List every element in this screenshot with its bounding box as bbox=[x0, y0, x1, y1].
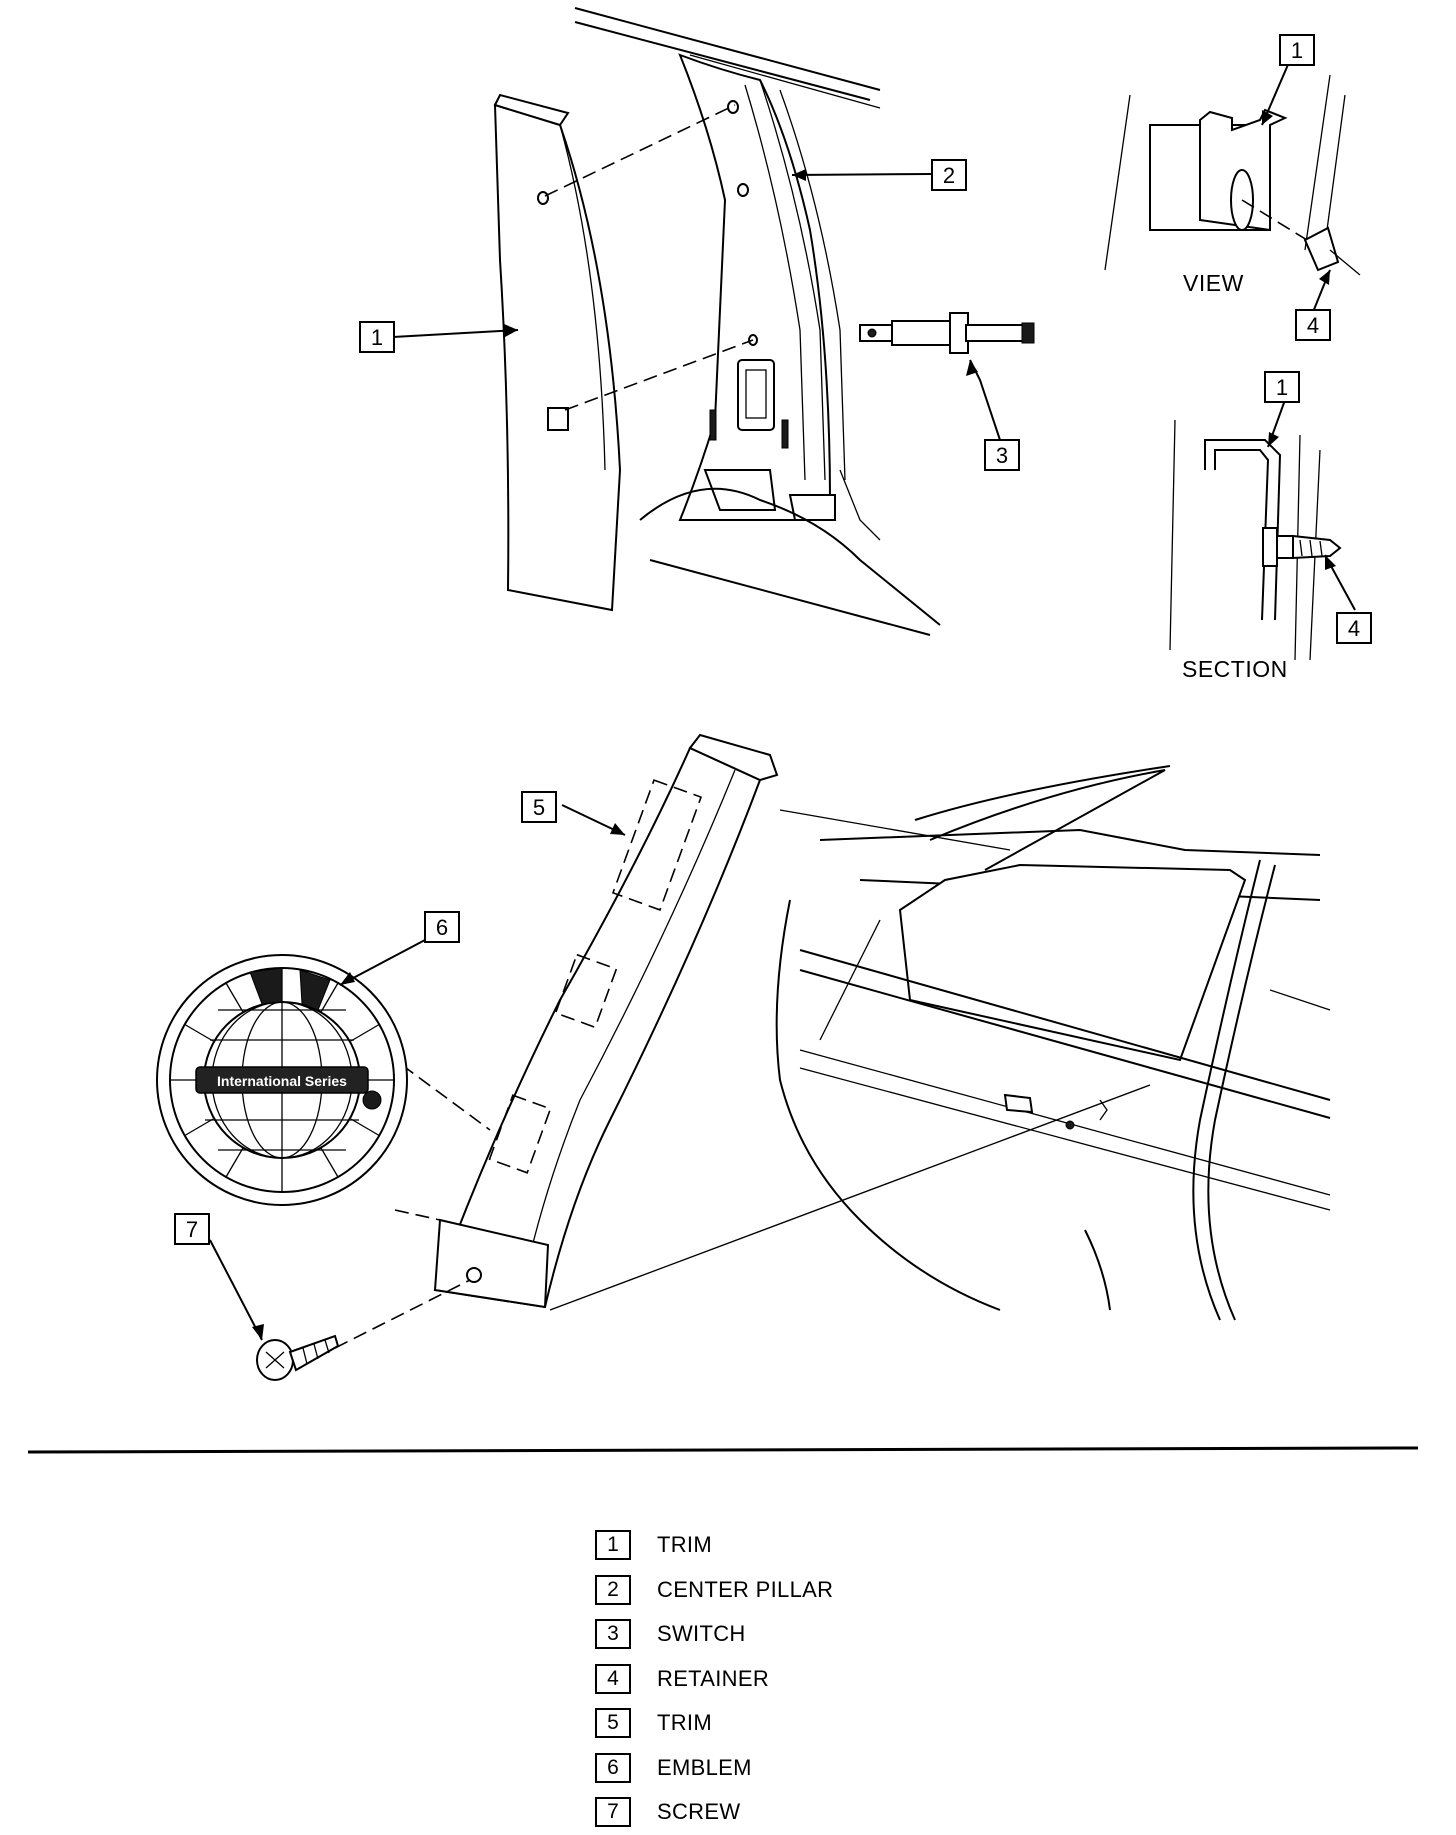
legend-label: SCREW bbox=[657, 1799, 741, 1825]
legend-row: 5 TRIM bbox=[595, 1701, 1015, 1746]
svg-text:4: 4 bbox=[1307, 313, 1319, 338]
parts-legend: 1 TRIM 2 CENTER PILLAR 3 SWITCH 4 RETAIN… bbox=[595, 1523, 1015, 1835]
callout-4-section: 4 bbox=[1336, 612, 1372, 644]
legend-number: 7 bbox=[595, 1797, 631, 1828]
legend-number: 1 bbox=[595, 1530, 631, 1561]
svg-text:1: 1 bbox=[1291, 38, 1303, 63]
callout-5: 5 bbox=[521, 791, 557, 823]
callout-3: 3 bbox=[984, 439, 1020, 471]
callout-1-section: 1 bbox=[1264, 371, 1300, 403]
emblem-ring-segments bbox=[170, 967, 394, 1192]
section-caption: SECTION bbox=[1182, 656, 1288, 682]
leader-dashes-lower bbox=[334, 809, 1151, 1349]
legend-number: 4 bbox=[595, 1663, 631, 1694]
legend-row: 3 SWITCH bbox=[595, 1612, 1015, 1657]
legend-row: 4 RETAINER bbox=[595, 1657, 1015, 1702]
svg-text:7: 7 bbox=[186, 1217, 198, 1242]
svg-text:3: 3 bbox=[996, 443, 1008, 468]
svg-text:2: 2 bbox=[943, 163, 955, 188]
roof-rail-lines bbox=[574, 7, 881, 109]
divider-line bbox=[27, 1446, 1419, 1454]
view-caption: VIEW bbox=[1183, 270, 1244, 296]
legend-row: 1 TRIM bbox=[595, 1523, 1015, 1568]
emblem-6: International Series bbox=[156, 954, 408, 1206]
legend-row: 7 SCREW bbox=[595, 1790, 1015, 1835]
callout-1-main: 1 bbox=[359, 321, 395, 353]
switch-3 bbox=[859, 312, 1035, 354]
car-body bbox=[775, 765, 1331, 1321]
leader-dashes-upper bbox=[544, 104, 754, 411]
legend-label: EMBLEM bbox=[657, 1754, 752, 1780]
legend-row: 6 EMBLEM bbox=[595, 1746, 1015, 1791]
arrowheads bbox=[252, 110, 1336, 1340]
svg-text:6: 6 bbox=[436, 915, 448, 940]
legend-number: 3 bbox=[595, 1619, 631, 1650]
legend-number: 2 bbox=[595, 1574, 631, 1605]
callout-2: 2 bbox=[931, 159, 967, 191]
section-detail bbox=[1169, 419, 1342, 661]
trim-5-lower-pillar bbox=[433, 733, 779, 1309]
view-detail bbox=[1104, 74, 1361, 276]
screw-7 bbox=[256, 1334, 340, 1381]
callout-7: 7 bbox=[174, 1213, 210, 1245]
legend-label: TRIM bbox=[657, 1532, 712, 1558]
trim-1-pillar-cover bbox=[493, 93, 622, 612]
legend-label: RETAINER bbox=[657, 1665, 770, 1691]
legend-label: CENTER PILLAR bbox=[657, 1576, 834, 1602]
svg-text:4: 4 bbox=[1348, 616, 1360, 641]
legend-label: SWITCH bbox=[657, 1621, 746, 1647]
callout-6: 6 bbox=[424, 911, 460, 943]
svg-text:1: 1 bbox=[1276, 375, 1288, 400]
svg-text:1: 1 bbox=[371, 325, 383, 350]
callout-1-view: 1 bbox=[1279, 34, 1315, 66]
legend-label: TRIM bbox=[657, 1710, 712, 1736]
legend-row: 2 CENTER PILLAR bbox=[595, 1568, 1015, 1613]
center-pillar bbox=[639, 53, 941, 636]
legend-number: 5 bbox=[595, 1708, 631, 1739]
callout-4-view: 4 bbox=[1295, 309, 1331, 341]
svg-text:5: 5 bbox=[533, 795, 545, 820]
legend-number: 6 bbox=[595, 1752, 631, 1783]
emblem-text: International Series bbox=[217, 1073, 347, 1089]
